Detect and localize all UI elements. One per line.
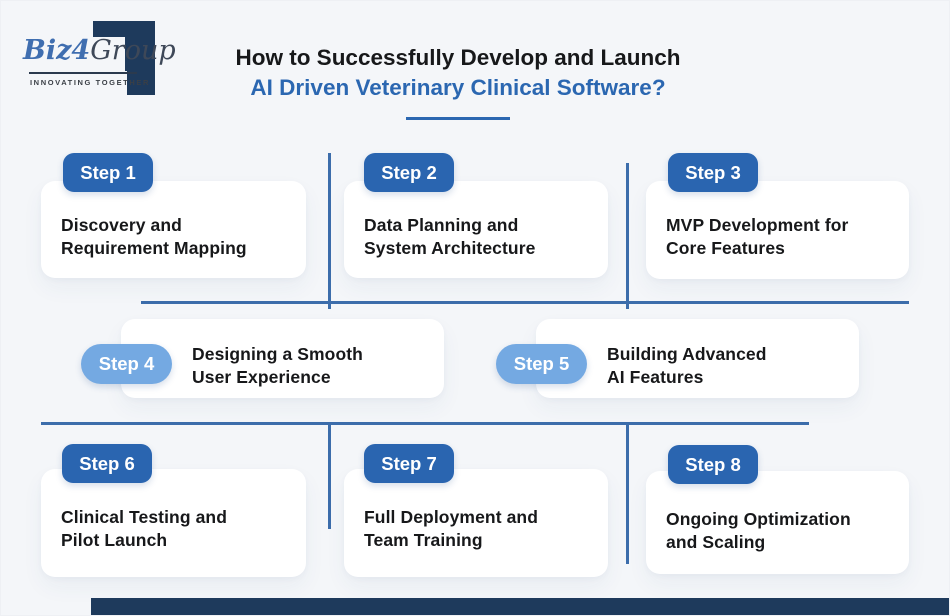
divider-step1-step2: [328, 153, 331, 309]
step-7-label: Full Deployment and Team Training: [364, 506, 538, 552]
divider-step7-step8: [626, 422, 629, 564]
step-8-label-line2: and Scaling: [666, 532, 766, 552]
step-7-label-line2: Team Training: [364, 530, 483, 550]
step-3-label: MVP Development for Core Features: [666, 214, 848, 260]
logo-word-4: 4: [71, 35, 91, 66]
step-2-card: Data Planning and System Architecture: [344, 181, 608, 278]
step-8-card: Ongoing Optimization and Scaling: [646, 471, 909, 574]
logo-word-group: Group: [90, 35, 176, 66]
brand-logo: Biz4Group INNOVATING TOGETHER: [1, 1, 201, 111]
step-5-label-line1: Building Advanced: [607, 344, 767, 364]
step-6-badge: Step 6: [62, 444, 152, 483]
step-2-badge: Step 2: [364, 153, 454, 192]
step-5-badge: Step 5: [496, 344, 587, 384]
step-5-label-line2: AI Features: [607, 367, 704, 387]
step-3-label-line2: Core Features: [666, 238, 785, 258]
step-3-badge: Step 3: [668, 153, 758, 192]
title-underline: [406, 117, 510, 120]
step-8-label-line1: Ongoing Optimization: [666, 509, 851, 529]
step-7-badge: Step 7: [364, 444, 454, 483]
logo-notch: [51, 37, 125, 71]
step-3-card: MVP Development for Core Features: [646, 181, 909, 279]
logo-wordmark: Biz4Group: [23, 35, 176, 67]
step-1-label-line1: Discovery and: [61, 215, 182, 235]
logo-tagline: INNOVATING TOGETHER: [30, 78, 150, 87]
page-title-line1: How to Successfully Develop and Launch: [235, 45, 681, 70]
connector-row2-row3: [41, 422, 809, 425]
step-4-badge: Step 4: [81, 344, 172, 384]
logo-tab-icon: [127, 59, 155, 95]
step-2-label: Data Planning and System Architecture: [364, 214, 535, 260]
step-8-badge: Step 8: [668, 445, 758, 484]
step-6-card: Clinical Testing and Pilot Launch: [41, 469, 306, 577]
page-title: How to Successfully Develop and Launch A…: [108, 43, 808, 103]
step-2-label-line2: System Architecture: [364, 238, 536, 258]
step-7-label-line1: Full Deployment and: [364, 507, 538, 527]
step-6-label: Clinical Testing and Pilot Launch: [61, 506, 227, 552]
step-1-badge: Step 1: [63, 153, 153, 192]
step-1-label: Discovery and Requirement Mapping: [61, 214, 247, 260]
step-7-card: Full Deployment and Team Training: [344, 469, 608, 577]
connector-row1-row2: [141, 301, 909, 304]
divider-step6-step7: [328, 422, 331, 529]
page-title-line2: AI Driven Veterinary Clinical Software?: [250, 75, 666, 100]
step-4-label: Designing a Smooth User Experience: [192, 343, 363, 389]
logo-divider: [29, 72, 137, 74]
step-2-label-line1: Data Planning and: [364, 215, 519, 235]
step-6-label-line1: Clinical Testing and: [61, 507, 228, 527]
step-1-card: Discovery and Requirement Mapping: [41, 181, 306, 278]
step-1-label-line2: Requirement Mapping: [61, 238, 247, 258]
divider-step2-step3: [626, 163, 629, 309]
step-6-label-line2: Pilot Launch: [61, 530, 168, 550]
step-4-label-line2: User Experience: [192, 367, 331, 387]
step-8-label: Ongoing Optimization and Scaling: [666, 508, 851, 554]
bottom-accent-bar: [91, 598, 949, 615]
step-5-card: Building Advanced AI Features: [536, 319, 859, 398]
step-5-label: Building Advanced AI Features: [607, 343, 767, 389]
step-4-card: Designing a Smooth User Experience: [121, 319, 444, 398]
step-4-label-line1: Designing a Smooth: [192, 344, 363, 364]
step-3-label-line1: MVP Development for: [666, 215, 849, 235]
logo-word-biz: Biz: [23, 35, 72, 66]
